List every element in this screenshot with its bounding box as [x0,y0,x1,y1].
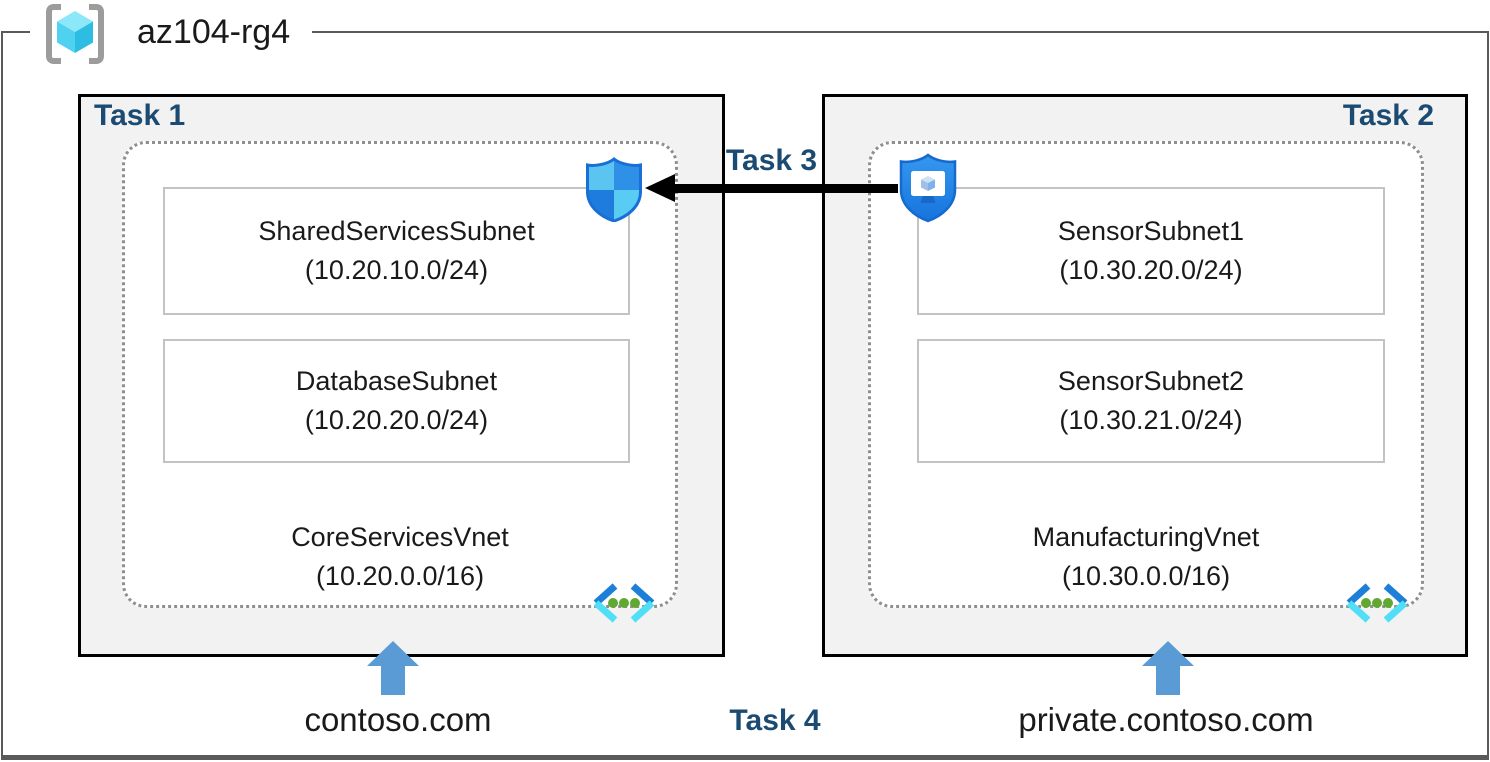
vnet-name: CoreServicesVnet [291,522,509,552]
task3-label: Task 3 [725,144,818,177]
resource-group-frame [1,31,1489,760]
resource-group-name: az104-rg4 [137,13,291,51]
dns-up-arrow-icon [1142,641,1194,695]
subnet-cidr: (10.30.20.0/24) [1059,255,1243,285]
vnet-cidr: (10.30.0.0/16) [1061,561,1231,591]
subnet-database: DatabaseSubnet (10.20.20.0/24) [163,339,630,463]
resource-group-icon [43,3,107,65]
subnet-name: SensorSubnet1 [1057,216,1245,246]
task4-label: Task 4 [729,704,821,737]
asg-to-nsg-arrow [645,172,898,204]
subnet-name: SensorSubnet2 [1057,366,1245,396]
subnet-sensor1: SensorSubnet1 (10.30.20.0/24) [917,187,1385,315]
dns-zone-private-contoso: private.contoso.com [1018,701,1314,738]
task1-label: Task 1 [94,99,186,132]
subnet-cidr: (10.20.10.0/24) [304,255,489,285]
subnet-name: DatabaseSubnet [295,366,498,396]
task2-label: Task 2 [1342,99,1434,132]
subnet-name: SharedServicesSubnet [258,216,535,246]
subnet-sensor2: SensorSubnet2 (10.30.21.0/24) [917,339,1385,463]
dns-zone-contoso: contoso.com [304,701,492,738]
vnet-name: ManufacturingVnet [1032,522,1260,552]
subnet-sharedservices: SharedServicesSubnet (10.20.10.0/24) [163,187,630,315]
dns-up-arrow-icon [367,641,419,695]
application-security-group-shield-icon [896,152,960,224]
vnet-label-manufacturing: ManufacturingVnet (10.30.0.0/16) [868,518,1424,596]
vnet-cidr: (10.20.0.0/16) [315,561,485,591]
subnet-cidr: (10.20.20.0/24) [304,405,489,435]
network-security-group-shield-icon [583,156,645,223]
subnet-cidr: (10.30.21.0/24) [1059,405,1243,435]
vnet-label-coreservices: CoreServicesVnet (10.20.0.0/16) [122,518,678,596]
virtual-network-icon [587,582,661,624]
virtual-network-icon [1340,582,1414,624]
